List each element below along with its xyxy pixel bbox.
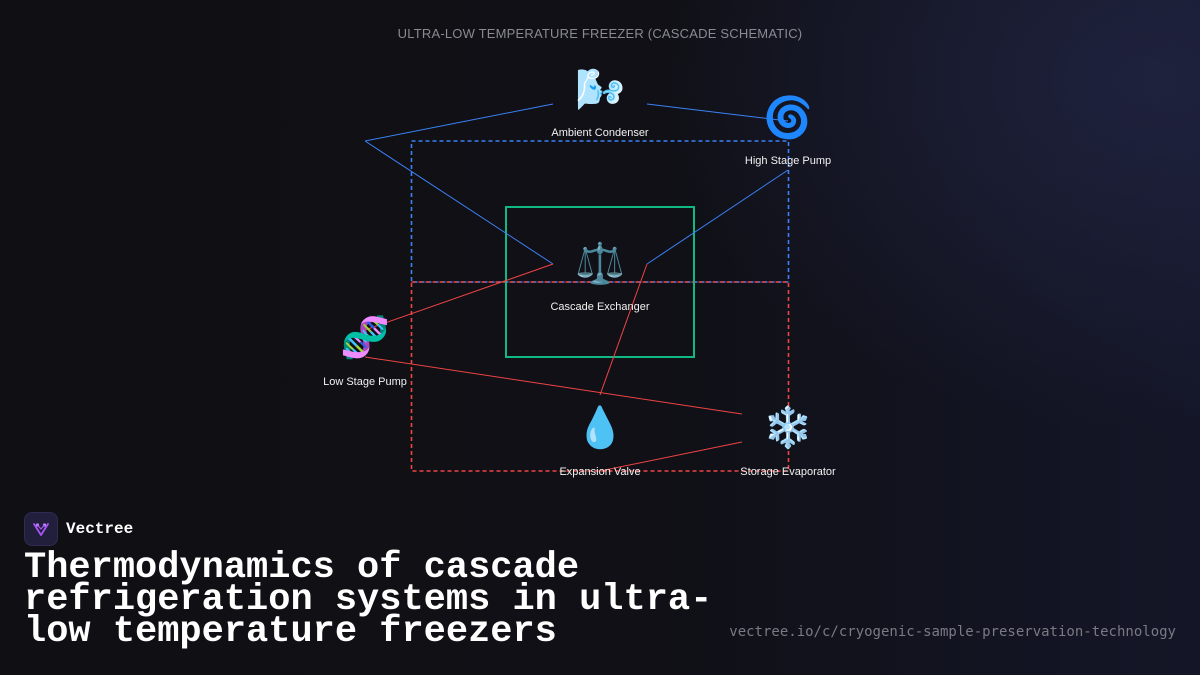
line-valve-to-exchanger <box>599 263 648 396</box>
line-exchanger-to-left <box>364 140 554 265</box>
node-label-ambient-condenser: Ambient Condenser <box>551 127 649 139</box>
node-label-low-stage-pump: Low Stage Pump <box>323 376 407 388</box>
node-label-storage-evaporator: Storage Evaporator <box>740 466 836 478</box>
dna-icon: 🧬 <box>340 316 390 360</box>
balance-scale-icon: ⚖️ <box>575 242 625 286</box>
line-evaporator-to-valve <box>599 441 743 472</box>
node-label-expansion-valve: Expansion Valve <box>559 466 641 478</box>
brand-name: Vectree <box>66 520 134 538</box>
brand: Vectree <box>24 512 133 546</box>
vectree-logo-icon <box>24 512 58 546</box>
wind-face-icon: 🌬️ <box>575 68 625 112</box>
node-label-cascade-exchanger: Cascade Exchanger <box>550 301 650 313</box>
line-exchanger-to-lowpump <box>364 263 554 331</box>
snowflake-icon: ❄️ <box>763 406 813 450</box>
line-pump-to-exchanger <box>646 169 789 265</box>
node-label-high-stage-pump: High Stage Pump <box>744 155 832 167</box>
cascade-exchanger-box <box>505 206 695 358</box>
low-stage-loop-box <box>410 281 790 472</box>
line-lowpump-to-evaporator <box>364 356 743 415</box>
line-left-to-condenser <box>364 103 554 142</box>
droplet-icon: 💧 <box>575 406 625 450</box>
diagram-title: ULTRA-LOW TEMPERATURE FREEZER (CASCADE S… <box>397 26 803 41</box>
line-condenser-to-pump <box>646 103 789 122</box>
source-url[interactable]: vectree.io/c/cryogenic-sample-preservati… <box>729 624 1176 640</box>
cyclone-icon: 🌀 <box>763 96 813 140</box>
headline: Thermodynamics of cascade refrigeration … <box>24 547 713 653</box>
